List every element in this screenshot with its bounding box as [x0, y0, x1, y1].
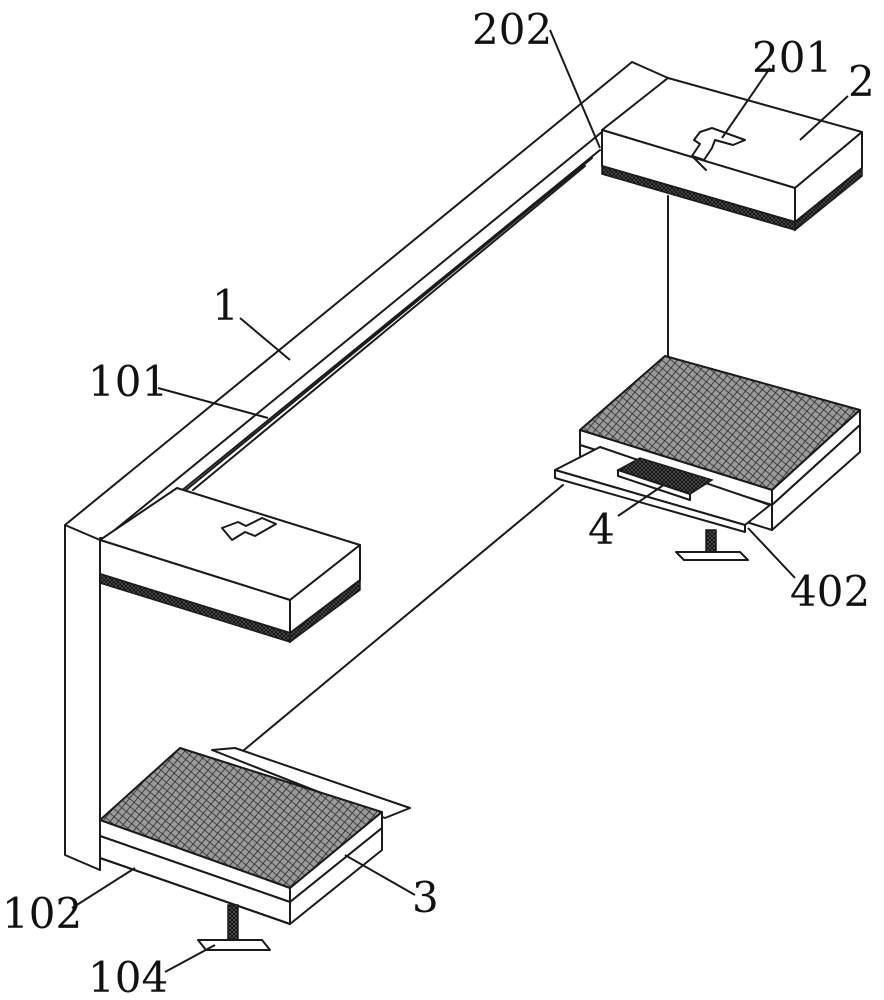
labels: 202 201 2 1 101 4 402 3 102 104	[2, 5, 875, 1000]
leaders	[71, 29, 849, 973]
label-4: 4	[588, 505, 615, 554]
label-402: 402	[790, 567, 870, 616]
support-line-diagonal	[237, 484, 564, 756]
label-1: 1	[212, 281, 239, 330]
label-201: 201	[752, 33, 832, 82]
label-104: 104	[88, 953, 168, 1000]
label-2: 2	[848, 57, 875, 106]
upper-block-right	[601, 77, 863, 232]
label-102: 102	[2, 889, 82, 938]
lower-plate-left	[99, 747, 411, 951]
label-202: 202	[472, 5, 552, 54]
lower-plate-right	[554, 355, 861, 561]
upper-block-left	[99, 487, 361, 644]
label-101: 101	[88, 357, 168, 406]
label-3: 3	[412, 873, 439, 922]
